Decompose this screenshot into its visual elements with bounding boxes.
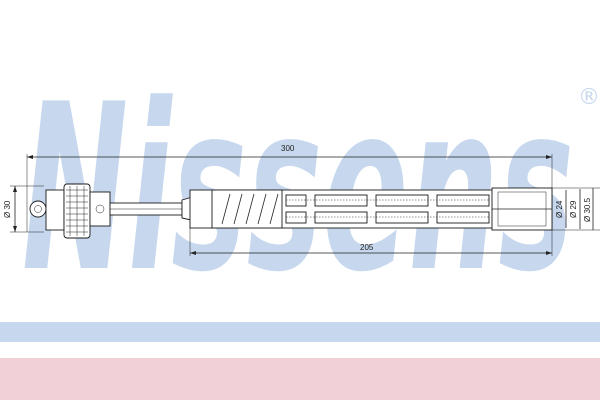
dimension-right-diameters: Ø 24 Ø 29 Ø 30.5 [552,187,600,231]
clamp-band-ribs [221,193,279,225]
inner-diameter-label: Ø 24 [555,200,564,218]
connector-fitting [45,189,65,231]
dimension-left-diameter: Ø 30 [3,185,44,233]
watermark-logo: Nissens ® [22,56,600,323]
outer-diameter-label: Ø 29 [569,200,578,218]
footer-blue-band [0,322,600,342]
body-length-label: 205 [360,243,374,252]
left-diameter-label: Ø 30 [3,200,12,218]
footer-pink-band [0,358,600,400]
watermark-brand-text: Nissens [22,56,574,323]
body-window-panels [285,194,490,224]
knurled-nut [66,186,88,236]
watermark-registered-mark: ® [578,85,600,110]
mounting-lug [29,200,47,218]
receiver-drier-part [29,183,553,239]
dimension-overall-length: 300 [26,144,553,232]
overall-length-label: 300 [281,144,295,153]
end-diameter-label: Ø 30.5 [583,197,592,222]
